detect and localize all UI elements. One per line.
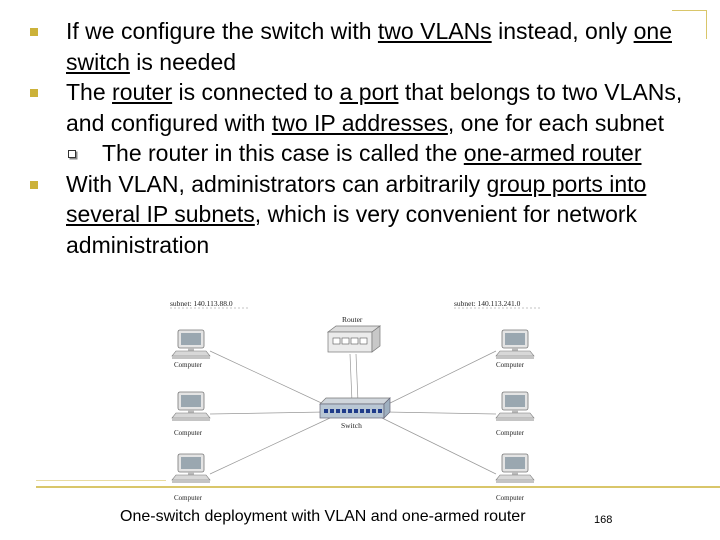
sub-bullet-item: The router in this case is called the on… — [28, 138, 688, 169]
bullet-text: With VLAN, administrators can arbitraril… — [66, 170, 647, 258]
router-label: Router — [342, 315, 363, 324]
square-bullet-icon — [30, 28, 38, 36]
page-number: 168 — [594, 514, 613, 526]
network-diagram: subnet: 140.113.88.0 subnet: 140.113.241… — [160, 294, 552, 504]
computer-label: Computer — [174, 494, 203, 502]
footer-divider — [36, 486, 720, 488]
computer-label: Computer — [496, 494, 525, 502]
bullet-text: The router is connected to a port that b… — [66, 79, 683, 136]
computer-icon — [171, 391, 211, 422]
figure-caption: One-switch deployment with VLAN and one-… — [120, 508, 526, 525]
computer-icon — [495, 391, 535, 422]
corner-decoration — [672, 10, 707, 39]
square-bullet-icon — [30, 180, 38, 189]
switch-icon — [319, 397, 391, 419]
bullet-list: If we configure the switch with two VLAN… — [28, 16, 688, 260]
computer-icon — [171, 329, 211, 360]
switch-label: Switch — [341, 421, 362, 430]
bullet-text: If we configure the switch with two VLAN… — [66, 18, 672, 75]
computer-label: Computer — [174, 429, 203, 437]
router-icon — [326, 325, 382, 353]
computer-label: Computer — [496, 429, 525, 437]
footer-accent-line — [36, 480, 166, 481]
computer-label: Computer — [174, 361, 203, 369]
computer-icon — [495, 453, 535, 484]
subnet-right-label: subnet: 140.113.241.0 — [454, 299, 521, 308]
hollow-square-bullet-icon — [68, 150, 76, 158]
subnet-left-label: subnet: 140.113.88.0 — [170, 299, 233, 308]
computer-icon — [171, 453, 211, 484]
bullet-item: The router is connected to a port that b… — [28, 77, 688, 138]
bullet-item: With VLAN, administrators can arbitraril… — [28, 169, 688, 261]
network-diagram-svg: subnet: 140.113.88.0 subnet: 140.113.241… — [170, 299, 540, 502]
sub-bullet-text: The router in this case is called the on… — [102, 140, 642, 166]
bullet-item: If we configure the switch with two VLAN… — [28, 16, 688, 77]
computer-icon — [495, 329, 535, 360]
square-bullet-icon — [30, 89, 38, 97]
computer-label: Computer — [496, 361, 525, 369]
